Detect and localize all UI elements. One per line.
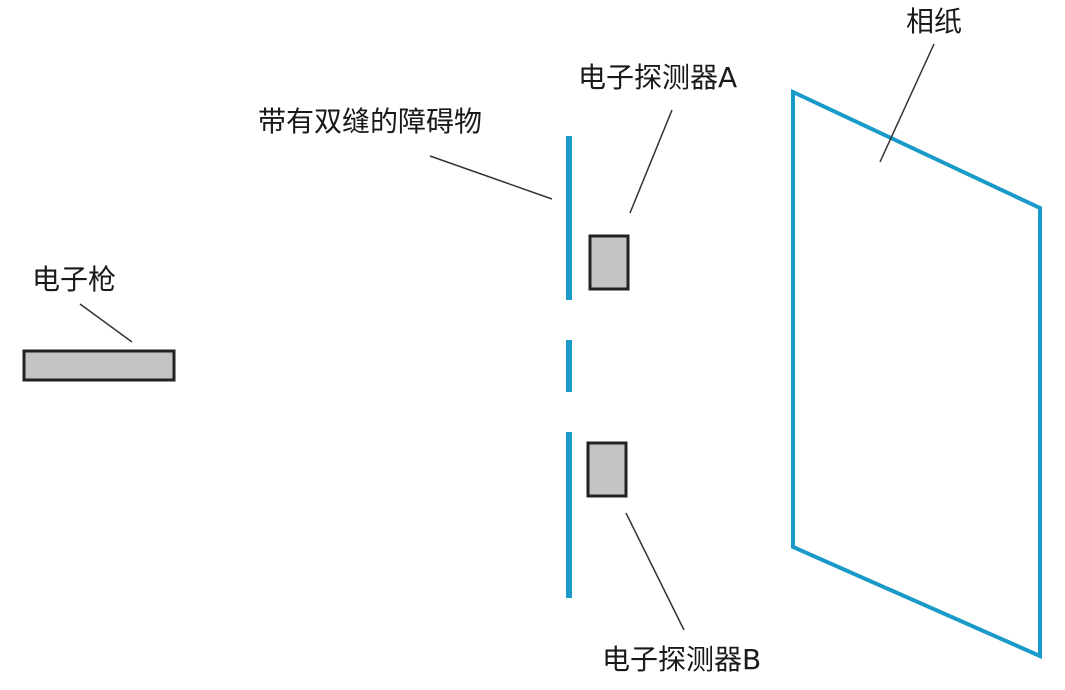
detector-b-label: 电子探测器B [602, 643, 762, 676]
electron-gun-body [22, 349, 176, 382]
double-slit-barrier-label: 带有双缝的障碍物 [258, 105, 483, 138]
leader-line-detector-b [625, 512, 685, 631]
leader-line-detector-a [629, 109, 673, 214]
electron-gun-label: 电子枪 [32, 263, 117, 296]
leader-line-electron-gun [79, 303, 133, 343]
detector-a-body [588, 234, 630, 291]
detector-a-label: 电子探测器A [578, 61, 738, 94]
photo-paper-label: 相纸 [906, 5, 963, 38]
leader-line-barrier [429, 155, 553, 200]
detector-b-body [586, 441, 628, 498]
photo-paper-frame [791, 88, 1042, 660]
leader-line-photo-paper [879, 43, 935, 163]
